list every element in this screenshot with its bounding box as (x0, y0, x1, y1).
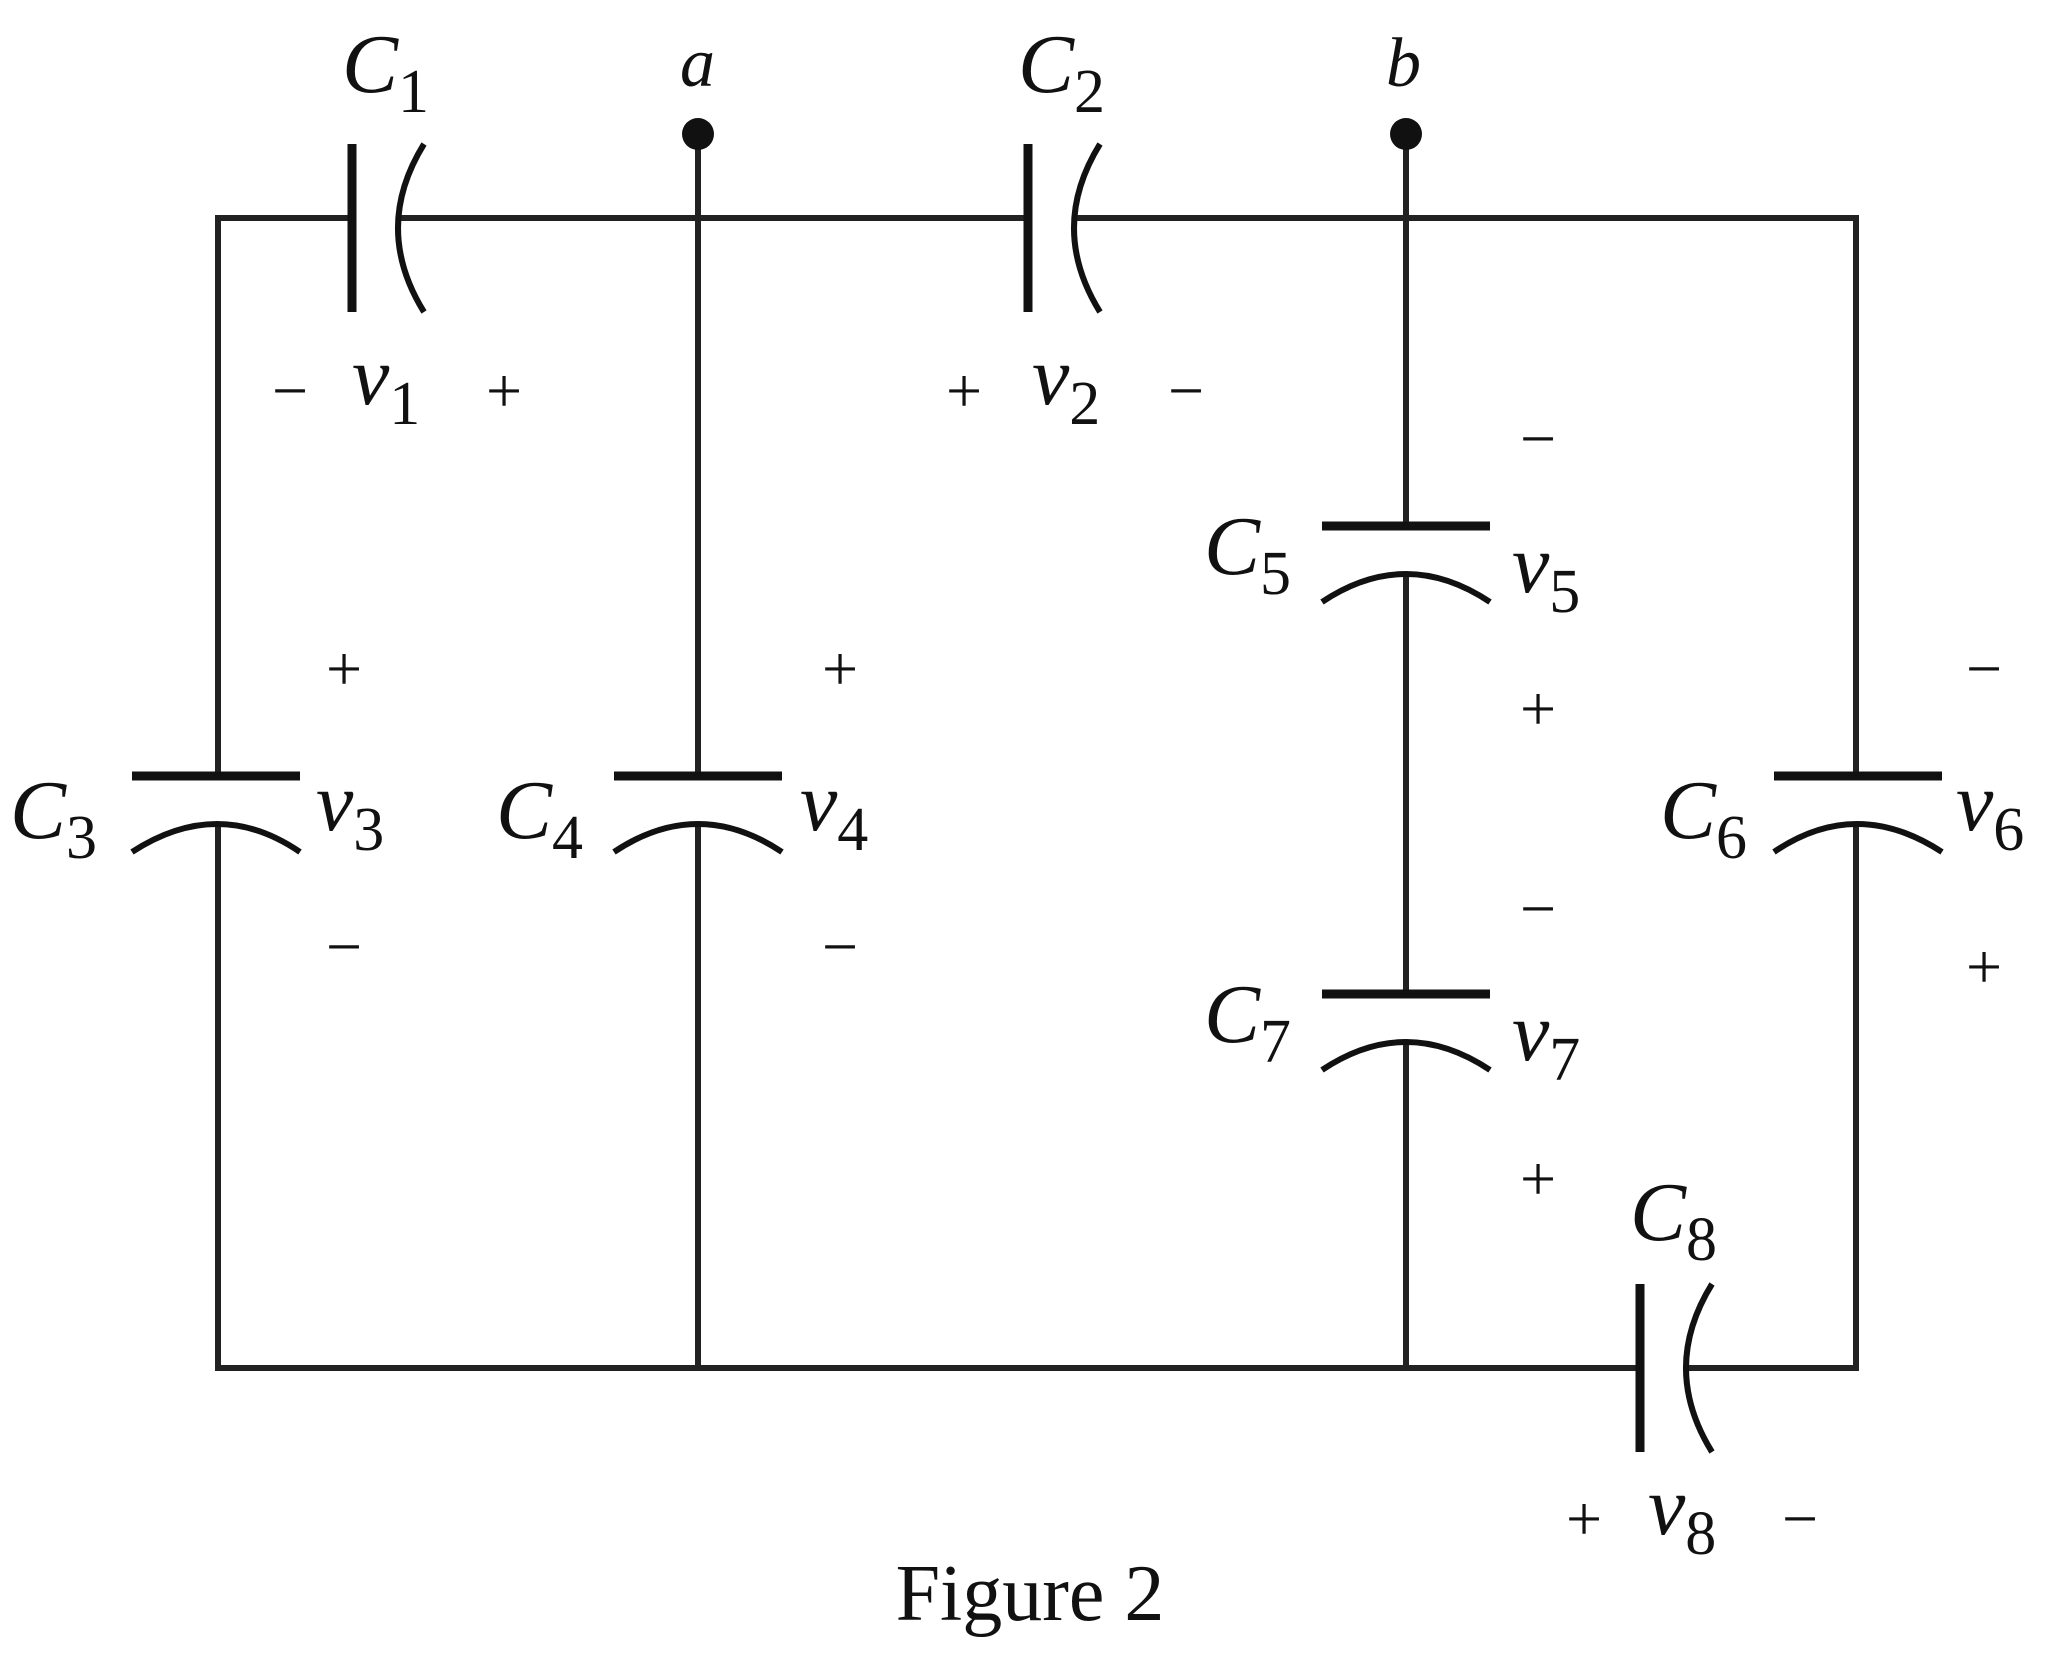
node-b-label: b (1386, 25, 1421, 102)
c7-curved-plate (1320, 1039, 1492, 1073)
c8-curved-plate (1683, 1282, 1715, 1454)
c1-curved-plate (395, 142, 427, 314)
wires (215, 131, 1859, 1371)
c5-minus: − (1520, 403, 1556, 474)
c2-plus: + (946, 355, 982, 426)
node-a-label: a (680, 25, 715, 102)
c6-label: C6 (1660, 764, 1747, 872)
node-b: b (1386, 25, 1422, 150)
c5-curved-plate (1320, 571, 1492, 605)
c1-voltage: v1 (352, 330, 420, 438)
capacitor-c5: C5 − v5 + (1204, 403, 1580, 744)
c2-voltage: v2 (1032, 330, 1100, 438)
c6-plus: + (1966, 931, 2002, 1002)
c5-label: C5 (1204, 500, 1291, 608)
c8-label: C8 (1630, 1166, 1717, 1274)
capacitor-c4: C4 + v4 − (496, 633, 868, 982)
c6-voltage: v6 (1956, 756, 2024, 864)
node-a-dot (682, 118, 714, 150)
c3-plus: + (326, 633, 362, 704)
c7-minus: − (1520, 873, 1556, 944)
c2-label: C2 (1018, 18, 1105, 126)
c4-minus: − (822, 911, 858, 982)
c4-curved-plate (612, 821, 784, 855)
c4-voltage: v4 (800, 756, 868, 864)
c1-plus: + (486, 355, 522, 426)
c1-label: C1 (342, 18, 429, 126)
c1-minus: − (272, 355, 308, 426)
c8-voltage: v8 (1648, 1460, 1716, 1568)
c7-plus: + (1520, 1143, 1556, 1214)
c8-minus: − (1782, 1483, 1818, 1554)
figure-caption: Figure 2 (896, 1550, 1165, 1638)
c6-minus: − (1966, 633, 2002, 704)
c4-plus: + (822, 633, 858, 704)
c3-minus: − (326, 911, 362, 982)
node-a: a (680, 25, 715, 150)
c3-voltage: v3 (316, 756, 384, 864)
node-b-dot (1390, 118, 1422, 150)
c5-voltage: v5 (1512, 518, 1580, 626)
c7-label: C7 (1204, 968, 1291, 1076)
c2-minus: − (1168, 355, 1204, 426)
c5-plus: + (1520, 673, 1556, 744)
c4-label: C4 (496, 764, 583, 872)
c3-label: C3 (10, 764, 97, 872)
capacitor-c8: C8 + v8 − (1566, 1166, 1818, 1568)
capacitor-c1: C1 − v1 + (272, 18, 522, 438)
capacitor-c6: C6 − v6 + (1660, 633, 2024, 1002)
c6-curved-plate (1772, 821, 1944, 855)
c2-curved-plate (1071, 142, 1103, 314)
capacitor-c7: C7 − v7 + (1204, 873, 1580, 1214)
c7-voltage: v7 (1512, 986, 1580, 1094)
c3-curved-plate (130, 821, 302, 855)
capacitor-c3: C3 + v3 − (10, 633, 384, 982)
c8-plus: + (1566, 1483, 1602, 1554)
capacitor-c2: C2 + v2 − (946, 18, 1204, 438)
